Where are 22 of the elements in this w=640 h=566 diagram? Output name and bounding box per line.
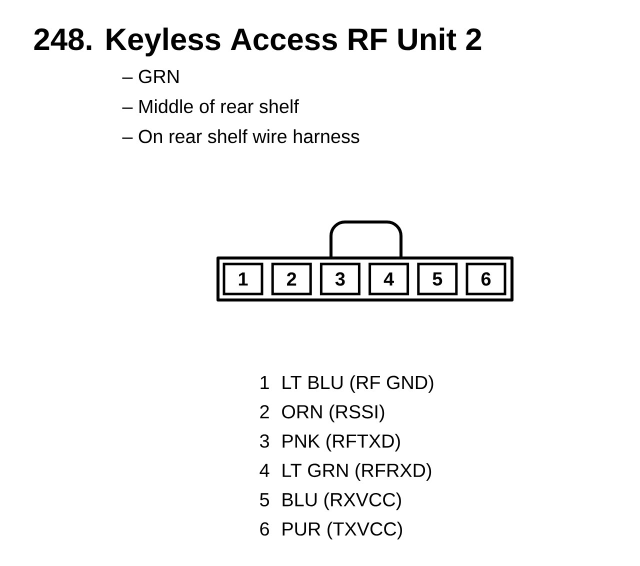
pin-number: 4: [260, 464, 270, 477]
pin-cell: 1: [222, 262, 264, 296]
pin-number: 2: [260, 405, 269, 418]
pin-cell: 4: [368, 262, 410, 296]
title: 248. Keyless Access RF Unit 2: [34, 28, 482, 56]
wire-description: LT GRN (RFRXD): [282, 463, 432, 481]
pin-cell: 3: [320, 262, 360, 296]
note-text: – Middle of rear shelf: [122, 99, 299, 114]
note-text: – On rear shelf wire harness: [122, 129, 360, 144]
pin-number: 5: [260, 493, 270, 506]
wire-description: PUR (TXVCC): [282, 522, 402, 540]
pin-number: 6: [260, 522, 269, 536]
wire-description: ORN (RSSI): [282, 404, 384, 422]
pin-cell: 5: [417, 262, 458, 296]
note-text: – GRN: [122, 70, 178, 84]
pin-cell: 2: [271, 262, 312, 296]
wire-description: LT BLU (RF GND): [282, 375, 434, 393]
wire-description: BLU (RXVCC): [282, 492, 401, 510]
wire-description: PNK (RFTXD): [282, 434, 400, 452]
pin-cell: 6: [466, 262, 506, 296]
pin-number: 3: [260, 434, 269, 448]
pin-number: 1: [260, 376, 269, 389]
